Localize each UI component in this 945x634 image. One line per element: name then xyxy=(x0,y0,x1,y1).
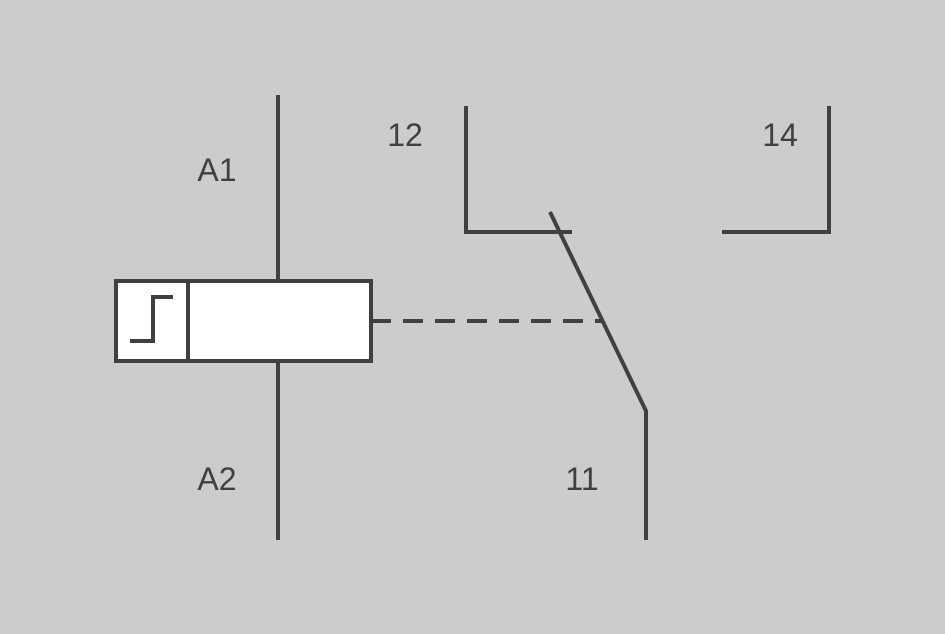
label-12: 12 xyxy=(387,117,423,153)
contact-no-terminal xyxy=(722,106,831,234)
label-a1: A1 xyxy=(197,152,236,188)
switch-blade xyxy=(548,211,648,540)
contact-nc-terminal xyxy=(464,106,572,234)
label-11: 11 xyxy=(565,461,598,497)
label-14: 14 xyxy=(762,117,798,153)
label-a2: A2 xyxy=(197,461,236,497)
step-function-icon xyxy=(130,295,173,343)
